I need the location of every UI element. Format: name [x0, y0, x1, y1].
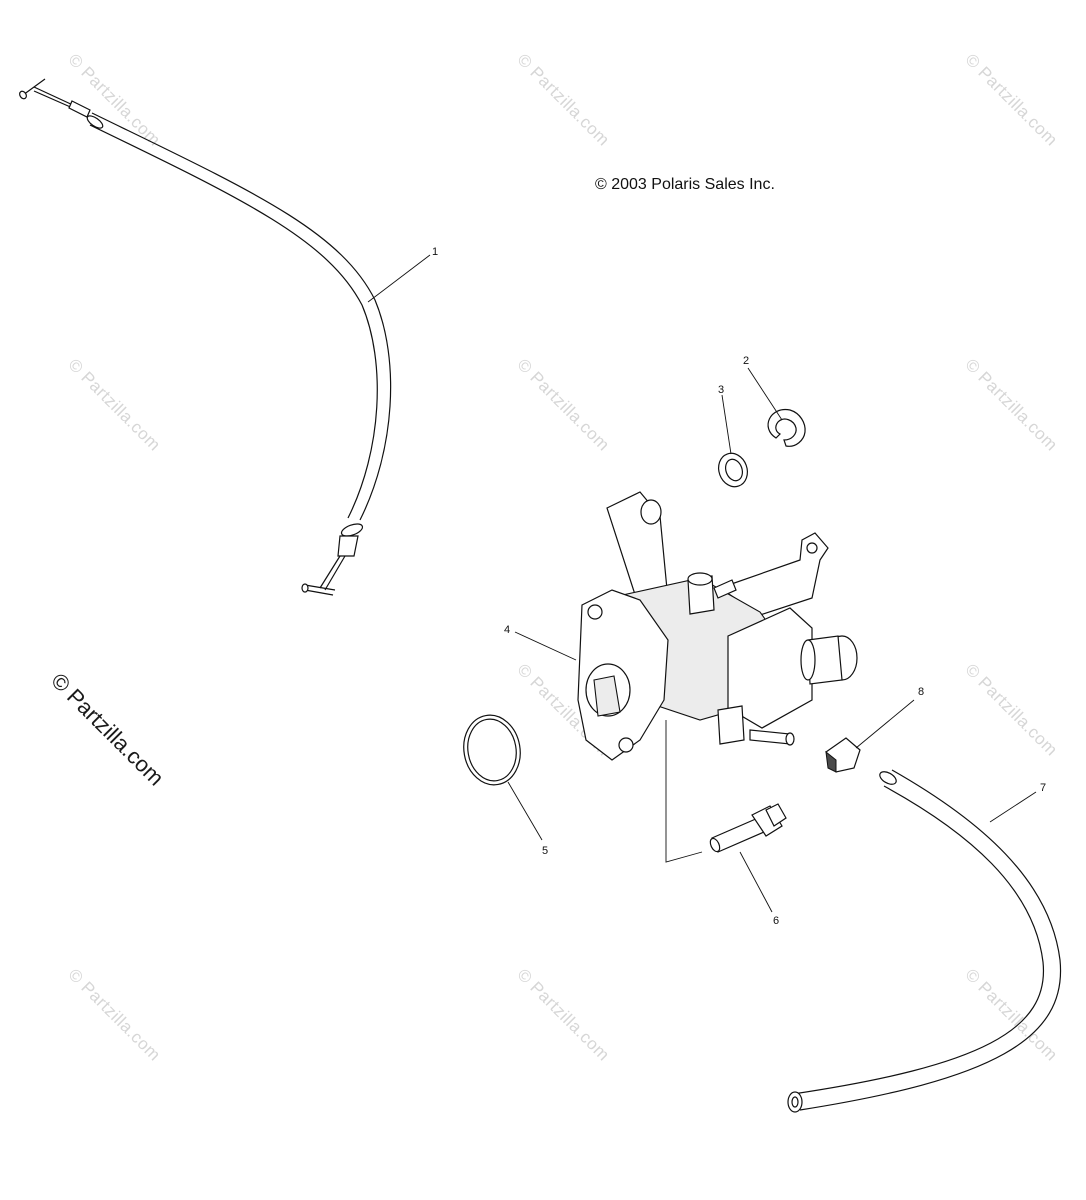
callout-5[interactable]: 5: [542, 845, 549, 857]
cable-bottom-t-handle: [304, 584, 336, 591]
leader-line-4: [514, 631, 577, 661]
e-clip-body: [767, 409, 806, 447]
cable-sheath-outer: [91, 112, 392, 521]
cable-top-wire: [33, 86, 76, 107]
leader-line-8: [855, 699, 915, 749]
copyright-notice: © 2003 Polaris Sales Inc.: [595, 176, 775, 193]
callout-1[interactable]: 1: [432, 246, 439, 258]
washer[interactable]: [714, 449, 752, 491]
callout-7[interactable]: 7: [1040, 782, 1047, 794]
throttle-cable[interactable]: [18, 78, 392, 596]
pump-upper-arm-hole: [640, 499, 662, 525]
leader-line-6: [739, 851, 773, 913]
callout-3[interactable]: 3: [718, 384, 725, 396]
cable-bottom-ferrule: [337, 535, 359, 557]
leader-line-2: [747, 367, 783, 421]
leader-line-3: [721, 394, 732, 455]
pump-right-bracket: [718, 532, 829, 616]
pump-flange-hole: [587, 604, 603, 620]
hose-inner: [792, 785, 1045, 1095]
bolt-head: [765, 803, 787, 827]
pump-mount-indicator-line: [665, 720, 703, 863]
hose-clamp[interactable]: [825, 737, 861, 773]
cable-sheath-inner: [89, 124, 378, 519]
flange-bolt[interactable]: [708, 803, 787, 853]
pump-bottom-nipple: [717, 705, 745, 745]
oil-hose[interactable]: [787, 769, 1062, 1113]
oil-pump[interactable]: [577, 491, 858, 863]
callout-8[interactable]: 8: [918, 686, 925, 698]
pump-drive-shaft: [593, 675, 621, 717]
leader-line-5: [507, 781, 543, 841]
pump-outlet-nipple: [749, 729, 791, 745]
clamp-tab: [825, 750, 837, 773]
cable-top-ferrule: [68, 100, 91, 118]
callout-6[interactable]: 6: [773, 915, 780, 927]
leader-line-1: [367, 254, 431, 303]
pump-flange-hole: [618, 737, 634, 753]
callout-4[interactable]: 4: [504, 624, 511, 636]
o-ring[interactable]: [458, 711, 525, 790]
callout-2[interactable]: 2: [743, 355, 750, 367]
hose-outer: [799, 769, 1062, 1111]
cable-bottom-collar: [340, 523, 364, 537]
e-clip[interactable]: [767, 409, 806, 447]
leader-line-7: [989, 791, 1037, 823]
